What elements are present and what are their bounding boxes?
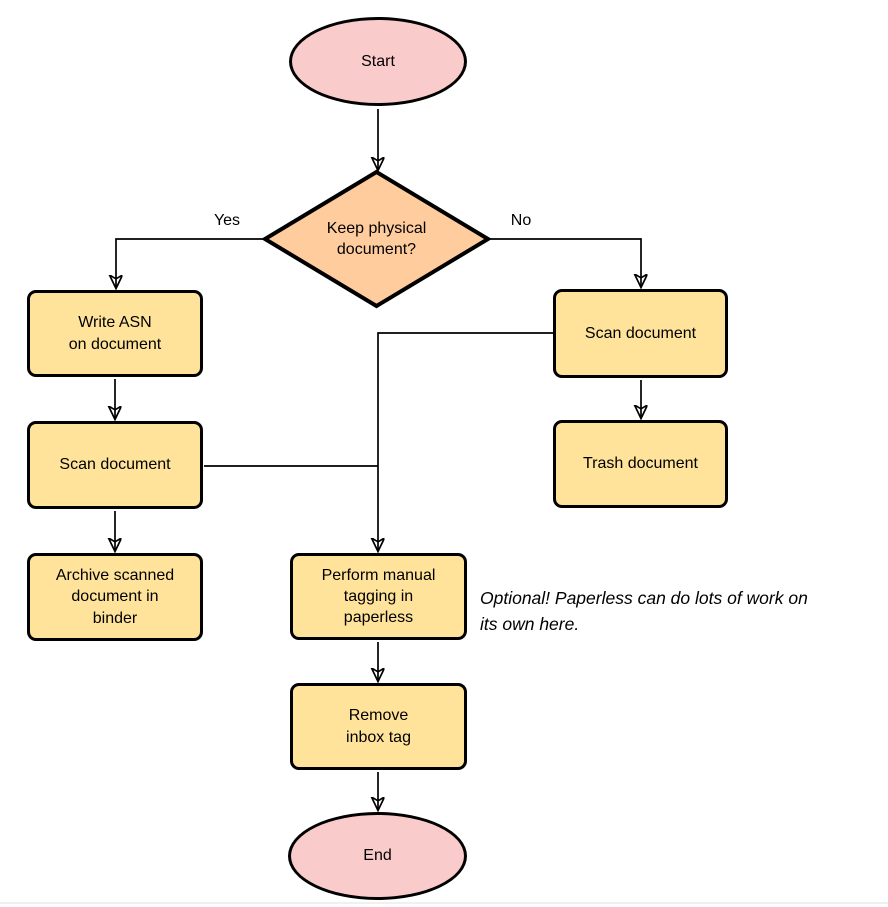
- node-decision: Keep physical document?: [261, 169, 492, 309]
- edge-label-no: No: [510, 212, 532, 229]
- node-scan-document-left-label: Scan document: [59, 456, 171, 474]
- page-bottom-divider: [0, 902, 888, 904]
- node-manual-tagging: Perform manual tagging in paperless: [290, 553, 467, 640]
- node-archive-document-label: Archive scanned document in binder: [55, 567, 175, 627]
- node-manual-tagging-label: Perform manual tagging in paperless: [321, 566, 436, 627]
- node-scan-document-right: Scan document: [553, 289, 728, 378]
- edge-label-yes: Yes: [213, 212, 241, 229]
- node-decision-label: Keep physical document?: [326, 219, 427, 258]
- node-scan-document-left: Scan document: [27, 421, 203, 509]
- node-write-asn: Write ASN on document: [27, 290, 203, 377]
- node-start: Start: [289, 17, 467, 106]
- node-scan-document-right-label: Scan document: [584, 324, 697, 342]
- decision-diamond-shape: [261, 169, 492, 309]
- node-remove-inbox-tag-label: Remove inbox tag: [346, 707, 411, 746]
- node-end: End: [288, 812, 467, 900]
- node-remove-inbox-tag: Remove inbox tag: [290, 683, 467, 770]
- node-start-label: Start: [361, 52, 395, 70]
- node-end-label: End: [363, 847, 392, 865]
- node-trash-document-label: Trash document: [582, 455, 698, 473]
- annotation-text: Optional! Paperless can do lots of work …: [480, 588, 808, 634]
- node-trash-document: Trash document: [553, 420, 728, 508]
- edge-decision-no-to-scan-right: [489, 238, 641, 287]
- node-write-asn-label: Write ASN on document: [68, 314, 162, 353]
- edge-decision-yes-to-write-asn: [116, 238, 264, 288]
- node-archive-document: Archive scanned document in binder: [27, 553, 203, 641]
- edge-scan-right-to-tagging: [378, 332, 553, 551]
